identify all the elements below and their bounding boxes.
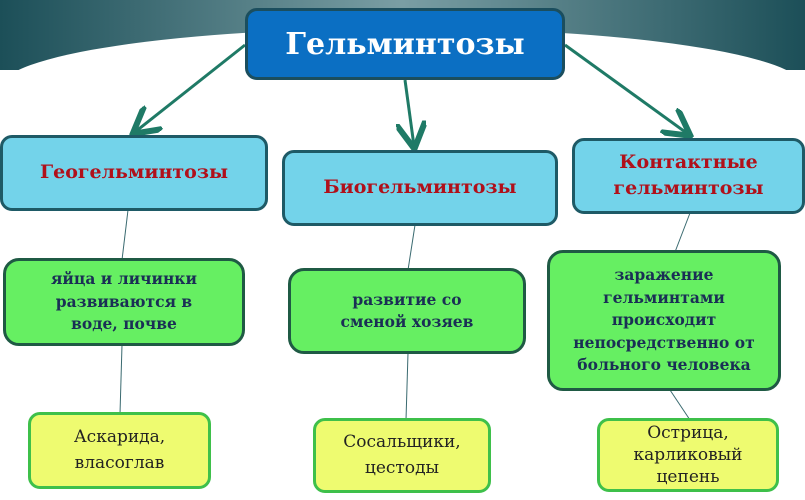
root-title: Гельминтозы xyxy=(285,26,525,62)
examples-bio: Сосальщики, цестоды xyxy=(313,418,491,493)
category-title: Контактные гельминтозы xyxy=(613,151,764,199)
description-geo: яйца и личинки развиваются в воде, почве xyxy=(3,258,245,346)
line xyxy=(119,344,123,415)
line xyxy=(674,212,691,253)
category-contact: Контактные гельминтозы xyxy=(572,138,805,214)
examples-geo: Аскарида, власоглав xyxy=(28,412,211,489)
arrow-to-geo xyxy=(135,43,246,132)
line xyxy=(669,389,691,421)
description-contact: заражение гельминтами происходит непосре… xyxy=(547,250,781,391)
category-title: Биогельминтозы xyxy=(323,176,517,199)
category-geo: Геогельминтозы xyxy=(0,135,268,211)
root-node: Гельминтозы xyxy=(245,8,565,80)
description-text: развитие со сменой хозяев xyxy=(340,289,474,331)
line xyxy=(405,352,409,421)
arrow-to-contact xyxy=(564,43,688,134)
category-title: Геогельминтозы xyxy=(39,161,229,184)
description-text: яйца и личинки развиваются в воде, почве xyxy=(50,269,198,334)
category-bio: Биогельминтозы xyxy=(282,150,558,226)
line xyxy=(407,224,416,271)
examples-text: Аскарида, власоглав xyxy=(73,427,166,473)
description-bio: развитие со сменой хозяев xyxy=(288,268,526,354)
description-text: заражение гельминтами происходит непосре… xyxy=(573,265,755,375)
line xyxy=(121,209,129,261)
examples-contact: Острица, карликовый цепень xyxy=(597,418,779,492)
examples-text: Сосальщики, цестоды xyxy=(343,432,461,478)
arrow-to-bio xyxy=(405,79,414,146)
examples-text: Острица, карликовый цепень xyxy=(633,422,743,488)
